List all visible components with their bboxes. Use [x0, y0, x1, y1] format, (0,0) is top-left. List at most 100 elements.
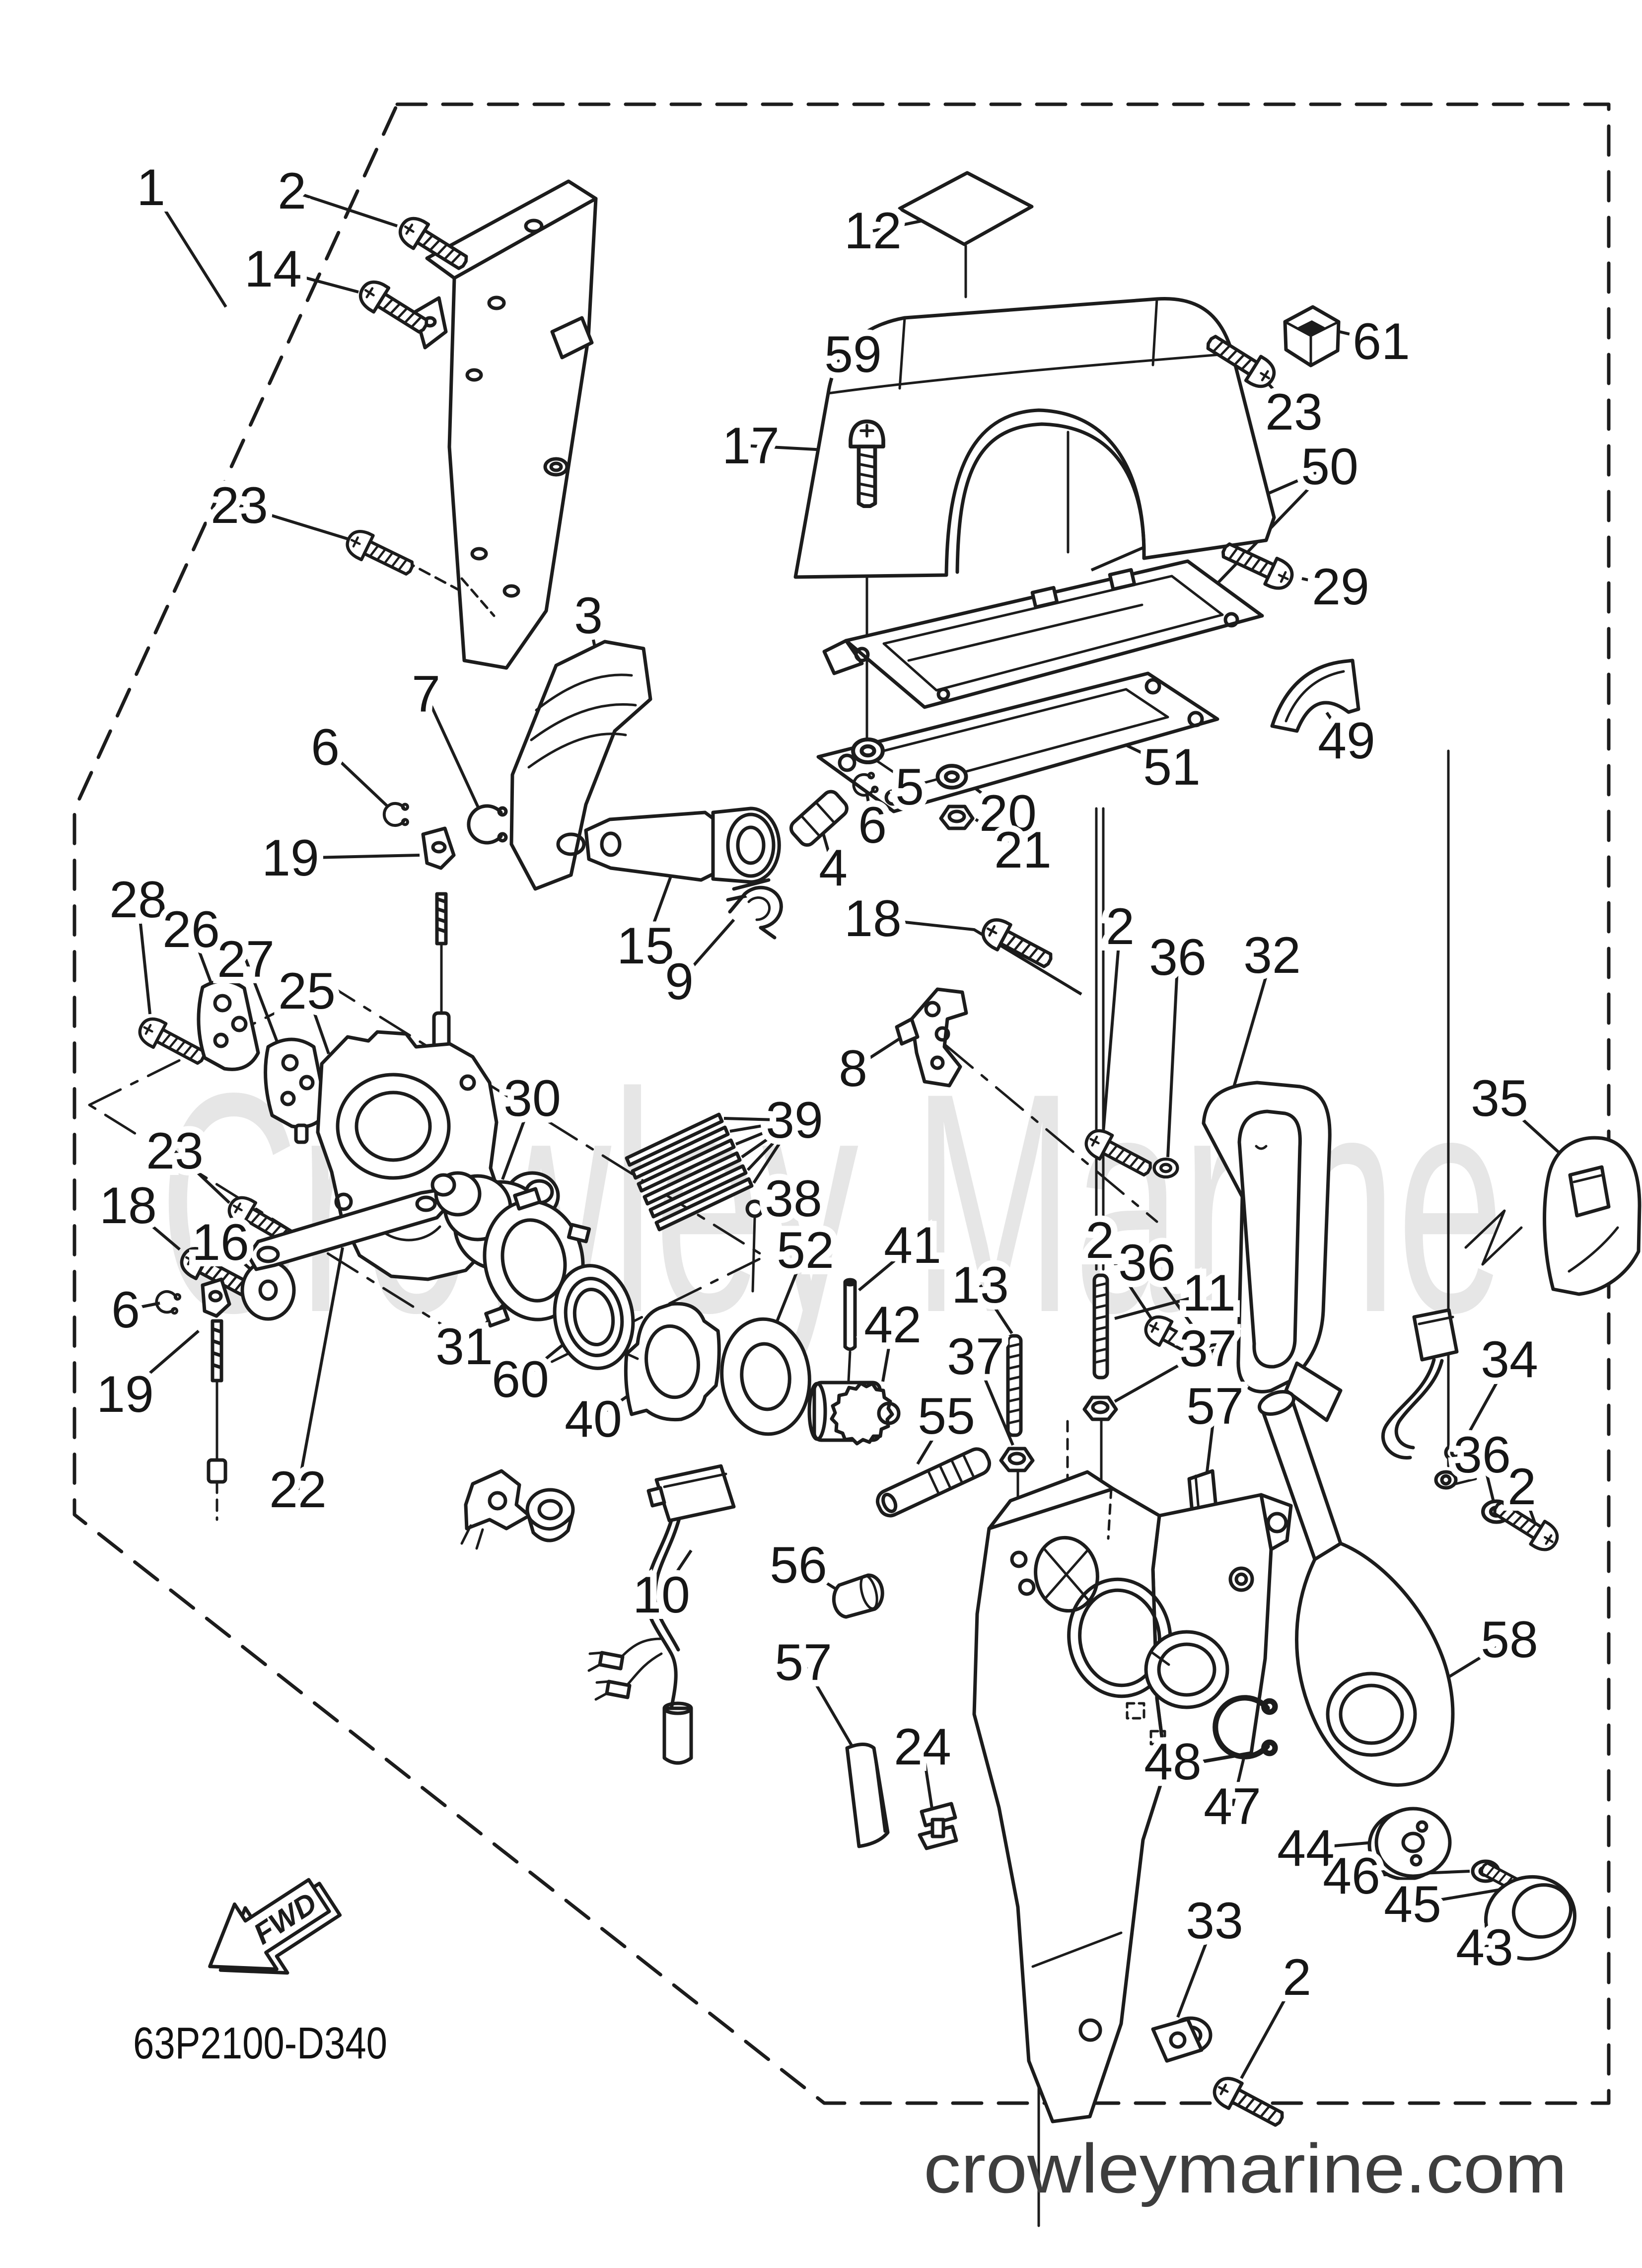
stud-13-part: [1006, 1334, 1023, 1437]
cam-plate-40-part: [624, 1302, 721, 1422]
cover-59-part: [793, 296, 1276, 579]
leader-line-49: [1325, 712, 1348, 742]
callout-number-43-69: 43: [1456, 1919, 1513, 1976]
bushing-48-part: [1144, 1630, 1229, 1709]
washer-16-part: [240, 1259, 296, 1321]
artwork: FWD: [135, 171, 1642, 2132]
leader-line-6: [125, 1302, 160, 1312]
callout-number-2-1: 2: [278, 162, 306, 220]
leader-line-23: [239, 504, 348, 540]
leader-line-45: [1412, 1887, 1510, 1906]
clip-24-part: [918, 1802, 958, 1850]
callout-number-41-43: 41: [884, 1217, 941, 1274]
callout-number-8-16: 8: [839, 1040, 867, 1097]
callout-number-28-26: 28: [109, 871, 167, 929]
callout-number-11-48: 11: [1182, 1264, 1236, 1322]
leader-line-9: [678, 919, 735, 983]
callout-number-45-68: 45: [1384, 1876, 1441, 1933]
leader-line-61: [1339, 330, 1382, 343]
gear-42-part: [807, 1381, 901, 1446]
callout-number-59-19: 59: [824, 326, 882, 383]
washer-36a-icon: [1154, 1159, 1178, 1177]
callout-number-1-0: 1: [137, 159, 165, 217]
callout-number-25-29: 25: [278, 962, 336, 1020]
callout-number-23-30: 23: [146, 1122, 204, 1180]
callout-number-22-35: 22: [269, 1461, 327, 1519]
leader-line-23: [173, 1150, 231, 1204]
callout-number-37-46: 37: [947, 1328, 1004, 1386]
callout-number-19-34: 19: [96, 1366, 154, 1423]
seal-60-part: [553, 1264, 635, 1370]
leader-line-2: [291, 190, 398, 227]
callout-number-23-3: 23: [211, 477, 268, 534]
leader-line-2: [1102, 926, 1122, 1133]
callout-number-18-15: 18: [844, 890, 902, 948]
cable-34-part: [1381, 1308, 1486, 1490]
callout-number-14-2: 14: [244, 240, 302, 298]
lever-15-part: [584, 806, 781, 884]
callout-number-2-52: 2: [1106, 898, 1135, 955]
callout-number-50-22: 50: [1301, 438, 1358, 496]
callout-number-61-20: 61: [1353, 313, 1410, 370]
leader-line-33: [1176, 1920, 1216, 2018]
mount-plate-part: [413, 179, 598, 670]
leader-line-56: [797, 1564, 841, 1593]
callout-number-33-71: 33: [1186, 1892, 1243, 1950]
circlip-7-icon: [469, 806, 506, 843]
wedge-49-part: [1270, 658, 1360, 733]
callout-number-3-4: 3: [574, 587, 603, 645]
eclip-6a-icon: [384, 804, 408, 825]
callout-number-57-50: 57: [1186, 1378, 1244, 1435]
callout-number-55-47: 55: [918, 1388, 975, 1445]
callout-number-49-24: 49: [1318, 712, 1375, 770]
callout-number-36-58: 36: [1453, 1426, 1511, 1484]
pad-57-left-part: [845, 1743, 890, 1848]
callout-number-52-42: 52: [777, 1222, 834, 1279]
knob-43-part: [1484, 1875, 1576, 1961]
callout-number-24-63: 24: [894, 1718, 951, 1776]
callout-number-34-57: 34: [1481, 1331, 1538, 1389]
callout-number-6-6: 6: [311, 719, 340, 776]
leader-line-2: [1240, 1976, 1298, 2079]
leader-line-60: [519, 1342, 565, 1381]
leader-line-19: [290, 854, 420, 860]
leader-line-21: [975, 818, 1024, 852]
bracket-3-part: [509, 640, 652, 891]
callout-number-19-7: 19: [262, 829, 319, 887]
callout-number-26-27: 26: [162, 901, 220, 958]
callout-number-17-17: 17: [722, 417, 780, 475]
leader-line-7: [425, 693, 481, 810]
leader-line-22: [296, 1247, 344, 1490]
pin-19b-cable-part: [201, 1277, 231, 1521]
switch-10-part: [587, 1464, 736, 1765]
plate-27-part: [264, 1037, 329, 1144]
pin-55-part: [875, 1447, 992, 1518]
callout-number-9-9: 9: [665, 953, 694, 1011]
callout-number-16-32: 16: [192, 1214, 249, 1271]
callout-number-39-40: 39: [766, 1092, 823, 1149]
callout-number-27-28: 27: [217, 931, 275, 988]
leader-line-14: [273, 268, 359, 293]
footer-site-text: crowleymarine.com: [924, 2129, 1567, 2207]
callout-number-32-51: 32: [1243, 927, 1301, 984]
disc-44-part: [1367, 1807, 1452, 1881]
nut-21-icon: [941, 806, 973, 828]
pin-41-part: [843, 1278, 857, 1382]
callout-number-4-10: 4: [819, 839, 848, 897]
emblem-12-part: [898, 171, 1034, 246]
base-tray-50-part: [822, 559, 1264, 709]
callout-number-21-14: 21: [994, 821, 1052, 879]
cover-35-part: [1543, 1136, 1642, 1296]
screw-23-icon: [343, 526, 417, 581]
callout-number-23-21: 23: [1265, 383, 1323, 441]
callout-number-56-61: 56: [770, 1536, 827, 1594]
diagram-code: 63P2100-D340: [133, 2019, 387, 2068]
housing-part: [972, 1470, 1293, 2123]
bullet-56-part: [832, 1573, 884, 1619]
pin-4-part: [789, 790, 849, 847]
callout-number-40-39: 40: [565, 1390, 622, 1448]
leader-line-15: [644, 874, 673, 947]
leader-line-10: [660, 1549, 693, 1596]
